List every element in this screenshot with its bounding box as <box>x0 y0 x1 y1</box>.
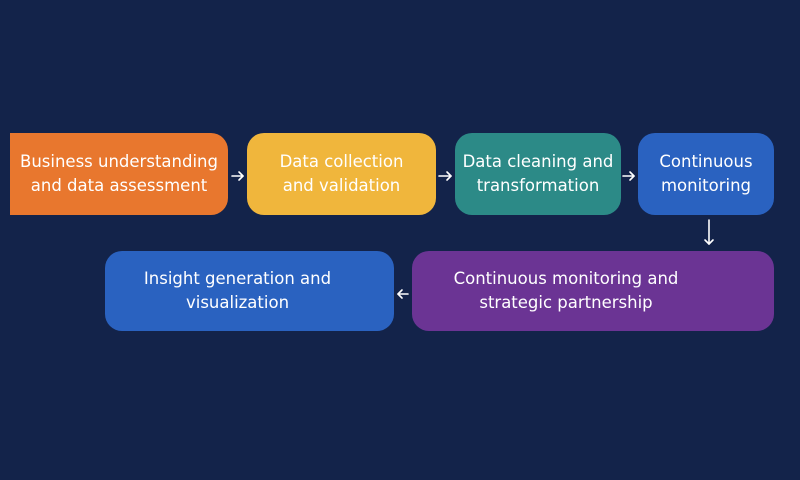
step-continuous-monitoring: Continuous monitoring <box>638 133 774 215</box>
arrow-right-icon <box>438 171 452 181</box>
arrow-left-icon <box>397 289 409 299</box>
step-data-cleaning-label: Data cleaning and transformation <box>462 152 614 195</box>
step-data-collection-label: Data collection and validation <box>279 152 404 195</box>
arrow-down-icon <box>704 219 714 245</box>
step-continuous-monitoring-label: Continuous monitoring <box>659 152 753 195</box>
step-strategic-partnership-label: Continuous monitoring and strategic part… <box>453 269 679 312</box>
step-business-understanding-label: Business understanding and data assessme… <box>20 152 218 195</box>
step-insight-generation: Insight generation and visualization <box>105 251 394 331</box>
arrow-right-icon <box>622 171 635 181</box>
step-data-cleaning: Data cleaning and transformation <box>455 133 621 215</box>
step-data-collection: Data collection and validation <box>247 133 436 215</box>
step-business-understanding: Business understanding and data assessme… <box>10 133 228 215</box>
step-strategic-partnership: Continuous monitoring and strategic part… <box>412 251 774 331</box>
step-insight-generation-label: Insight generation and visualization <box>143 269 332 312</box>
arrow-right-icon <box>231 171 244 181</box>
